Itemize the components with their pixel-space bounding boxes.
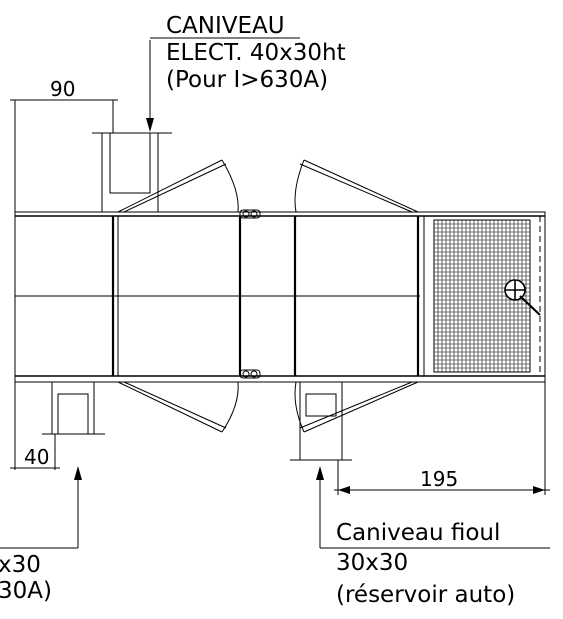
bottom-right-trench xyxy=(290,381,550,549)
dimension-195: 195 xyxy=(334,382,550,495)
top-label-elect: ELECT. 40x30ht xyxy=(166,40,346,66)
dimension-90: 90 xyxy=(10,77,118,212)
top-cable-trench xyxy=(92,40,172,213)
door-top-right xyxy=(294,159,419,213)
door-bottom-right xyxy=(294,381,419,433)
bottom-left-label-line1: x30 xyxy=(0,552,41,578)
door-top-left xyxy=(117,159,239,213)
dim-90-label: 90 xyxy=(50,77,75,101)
top-label-caniveau: CANIVEAU xyxy=(166,13,285,39)
main-body xyxy=(14,211,546,383)
top-label-pour: (Pour I>630A) xyxy=(166,67,328,93)
radiator-grille xyxy=(433,219,531,373)
top-label: CANIVEAU ELECT. 40x30ht (Pour I>630A) xyxy=(150,13,346,93)
bottom-left-label: x30 30A) xyxy=(0,552,52,604)
dim-195-label: 195 xyxy=(420,467,458,491)
bottom-right-label: Caniveau fioul 30x30 (réservoir auto) xyxy=(336,520,515,608)
bottom-left-label-line2: 30A) xyxy=(0,578,52,604)
exhaust-outlet xyxy=(504,279,541,316)
bottom-right-label-line1: Caniveau fioul xyxy=(336,520,500,546)
door-bottom-left xyxy=(117,381,239,433)
bottom-left-trench xyxy=(0,381,105,549)
dimension-40: 40 xyxy=(10,382,60,470)
bottom-right-label-line2: 30x30 xyxy=(336,550,408,576)
dim-40-label: 40 xyxy=(24,445,49,469)
hinge-top xyxy=(239,209,261,219)
hinge-bottom xyxy=(239,369,261,379)
bottom-right-label-line3: (réservoir auto) xyxy=(336,582,515,608)
